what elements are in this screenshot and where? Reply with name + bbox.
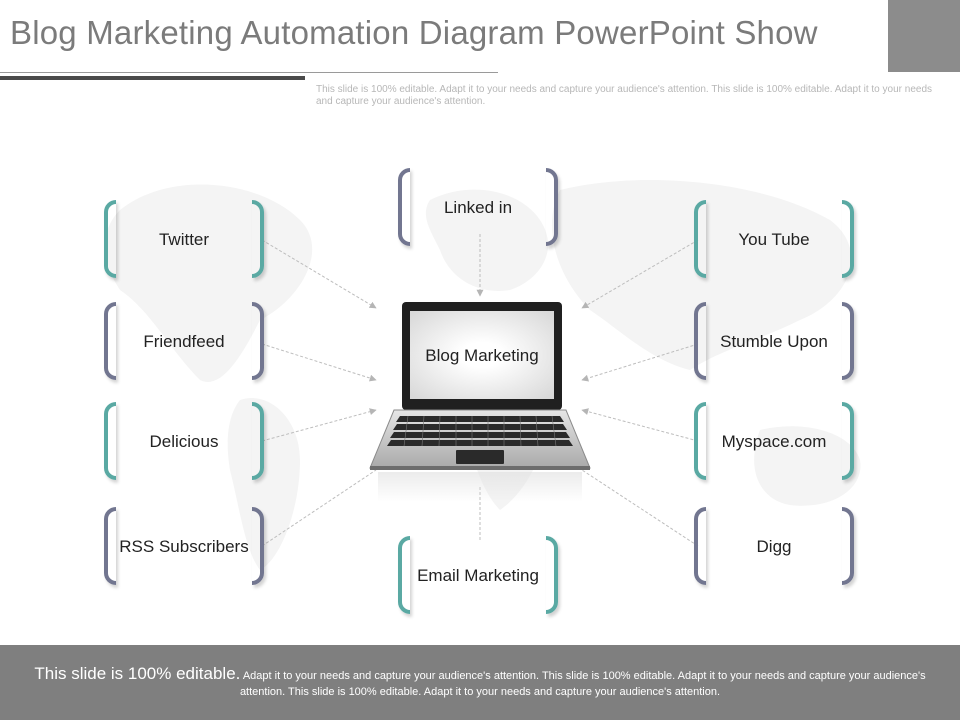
title-rule-thin — [0, 72, 498, 73]
footer-body: Adapt it to your needs and capture your … — [239, 670, 926, 698]
bracket-left — [104, 200, 116, 278]
center-label: Blog Marketing — [410, 311, 554, 399]
bracket-right — [842, 402, 854, 480]
bracket-right — [546, 168, 558, 246]
bracket-left — [104, 507, 116, 585]
connector-delicious — [261, 408, 377, 442]
connector-myspace — [581, 408, 699, 442]
footer-text: This slide is 100% editable. Adapt it to… — [12, 664, 948, 700]
laptop-screen-frame: Blog Marketing — [402, 302, 562, 410]
node-label: You Tube — [738, 229, 810, 249]
node-label: Friendfeed — [143, 331, 225, 351]
node-linkedin: Linked in — [398, 162, 558, 252]
node-label: Delicious — [149, 431, 219, 451]
node-twitter: Twitter — [104, 194, 264, 284]
node-label: Myspace.com — [721, 431, 827, 451]
bracket-left — [398, 168, 410, 246]
keyboard-keys — [387, 416, 573, 446]
bracket-right — [842, 200, 854, 278]
connector-digg — [581, 469, 699, 547]
bracket-left — [694, 402, 706, 480]
footer-lead: This slide is 100% editable. — [34, 664, 241, 683]
bracket-left — [694, 302, 706, 380]
node-friendfeed: Friendfeed — [104, 296, 264, 386]
connector-youtube — [581, 239, 699, 309]
slide-subtitle: This slide is 100% editable. Adapt it to… — [316, 84, 933, 107]
connector-stumbleupon — [581, 343, 699, 382]
bracket-left — [104, 402, 116, 480]
laptop-keyboard-base — [369, 409, 591, 470]
node-myspace: Myspace.com — [694, 396, 854, 486]
bracket-right — [252, 402, 264, 480]
bracket-left — [104, 302, 116, 380]
bracket-right — [842, 302, 854, 380]
footer-bar: This slide is 100% editable. Adapt it to… — [0, 645, 960, 720]
node-label: Twitter — [158, 229, 210, 249]
node-delicious: Delicious — [104, 396, 264, 486]
node-digg: Digg — [694, 501, 854, 591]
corner-accent-block — [888, 0, 960, 72]
node-label: Stumble Upon — [720, 331, 828, 351]
node-rss-subscribers: RSS Subscribers — [104, 501, 264, 591]
node-stumbleupon: Stumble Upon — [694, 296, 854, 386]
node-label: Digg — [756, 536, 792, 556]
laptop-illustration: Blog Marketing — [368, 302, 592, 504]
node-label: Email Marketing — [417, 565, 539, 585]
connector-friendfeed — [261, 343, 377, 382]
node-label: RSS Subscribers — [119, 536, 249, 556]
node-email-marketing: Email Marketing — [398, 530, 558, 620]
connector-rss — [261, 469, 377, 547]
node-youtube: You Tube — [694, 194, 854, 284]
bracket-right — [252, 507, 264, 585]
bracket-right — [842, 507, 854, 585]
bracket-left — [398, 536, 410, 614]
bracket-left — [694, 200, 706, 278]
connector-twitter — [261, 239, 377, 309]
slide-title: Blog Marketing Automation Diagram PowerP… — [10, 14, 818, 51]
laptop-reflection — [378, 472, 582, 502]
title-rule-thick — [0, 76, 305, 80]
bracket-left — [694, 507, 706, 585]
node-label: Linked in — [443, 197, 513, 217]
bracket-right — [546, 536, 558, 614]
bracket-right — [252, 302, 264, 380]
laptop-trackpad — [456, 450, 504, 464]
bracket-right — [252, 200, 264, 278]
